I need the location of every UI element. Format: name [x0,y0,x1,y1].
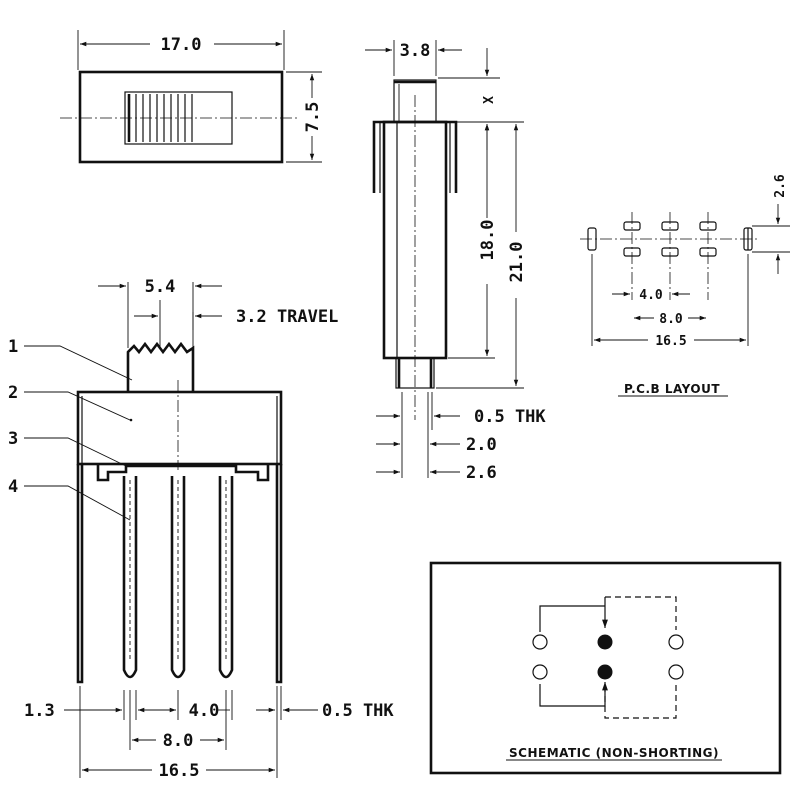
schematic-title: SCHEMATIC (NON-SHORTING) [509,746,719,760]
terminal-top-common [597,634,613,650]
side-dim-a-label: 2.0 [466,435,497,455]
front-thickness-label: 0.5 THK [322,701,394,721]
pcb-layout: 2.6 4.0 8.0 16.5 P.C.B LAYOUT [580,174,790,397]
callout-1: 1 [8,337,18,357]
overall-label: 16.5 [159,761,200,781]
side-thickness-label: 0.5 THK [474,407,546,427]
side-width-label: 3.8 [400,41,431,61]
terminal-bottom-common [597,664,613,680]
pcb-pitch-label: 4.0 [639,288,663,303]
callout-4: 4 [8,477,18,497]
terminal-bottom-right [668,664,684,680]
top-width-label: 17.0 [161,35,202,55]
top-height-label: 7.5 [303,102,323,133]
total-height-label: 21.0 [507,242,527,283]
body-height-label: 18.0 [478,220,498,261]
terminal-bottom-left [532,664,548,680]
pitch-label: 4.0 [189,701,220,721]
pcb-span-label: 8.0 [659,312,683,327]
pcb-overall-label: 16.5 [655,334,686,349]
side-dim-b-label: 2.6 [466,463,497,483]
pcb-title: P.C.B LAYOUT [624,382,720,396]
front-view: 5.4 3.2 TRAVEL 1 2 3 4 [8,277,394,781]
top-view: 17.0 7.5 [60,30,323,164]
edge-label: 1.3 [24,701,55,721]
side-view: 3.8 X 18.0 21.0 [365,40,546,483]
x-label: X [482,96,497,104]
travel-label: 3.2 TRAVEL [236,307,338,327]
knob-width-label: 5.4 [145,277,176,297]
pcb-row-pitch-label: 2.6 [773,174,788,198]
terminal-top-left [532,634,548,650]
schematic: SCHEMATIC (NON-SHORTING) [429,561,782,775]
callout-3: 3 [8,429,18,449]
span-label: 8.0 [163,731,194,751]
callout-2: 2 [8,383,18,403]
actuator-ribs [127,94,193,142]
terminal-top-right [668,634,684,650]
